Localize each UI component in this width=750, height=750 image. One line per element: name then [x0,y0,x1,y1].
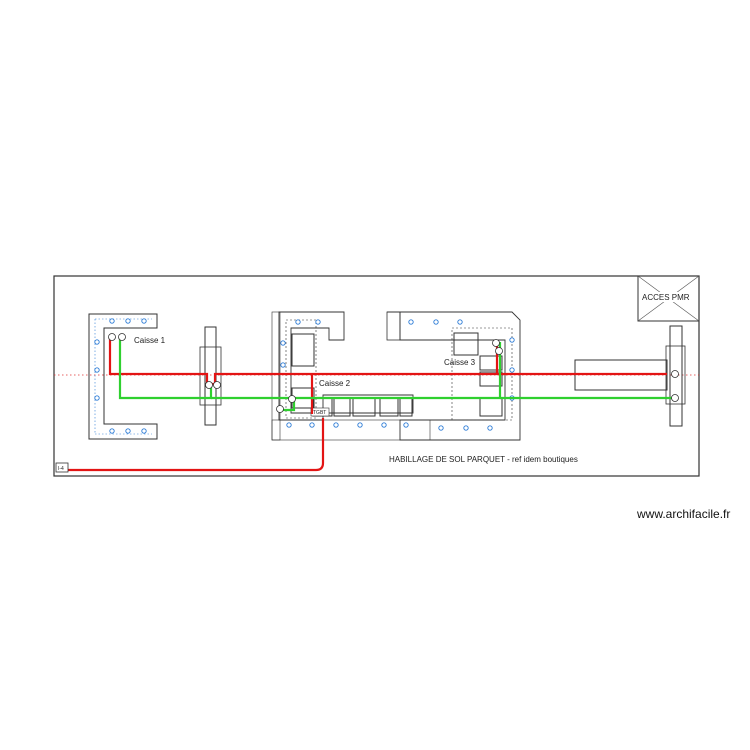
caisse-2-label: Caisse 2 [319,379,351,388]
caisse-1-label: Caisse 1 [134,336,166,345]
acces-pmr-label: ACCES PMR [642,293,690,302]
room-outline [53,275,700,477]
red-circuit [68,338,667,472]
caisse-2-counter: Caisse 2 TGBT [271,311,431,441]
outlet-markers [94,318,515,434]
electrical-panel: I-4 [55,462,69,473]
tgbt-label: TGBT [313,410,326,416]
fixture-symbols [108,333,679,413]
panel-label: I-4 [58,466,64,472]
caisse-3-label: Caisse 3 [444,358,476,367]
watermark-text: www.archifacile.fr [637,507,731,521]
entrance-block [574,325,686,427]
caisse-1-counter: Caisse 1 [88,313,166,440]
column-left [199,326,222,426]
floor-note: HABILLAGE DE SOL PARQUET - ref idem bout… [389,455,578,464]
acces-pmr-zone: ACCES PMR [637,275,700,322]
